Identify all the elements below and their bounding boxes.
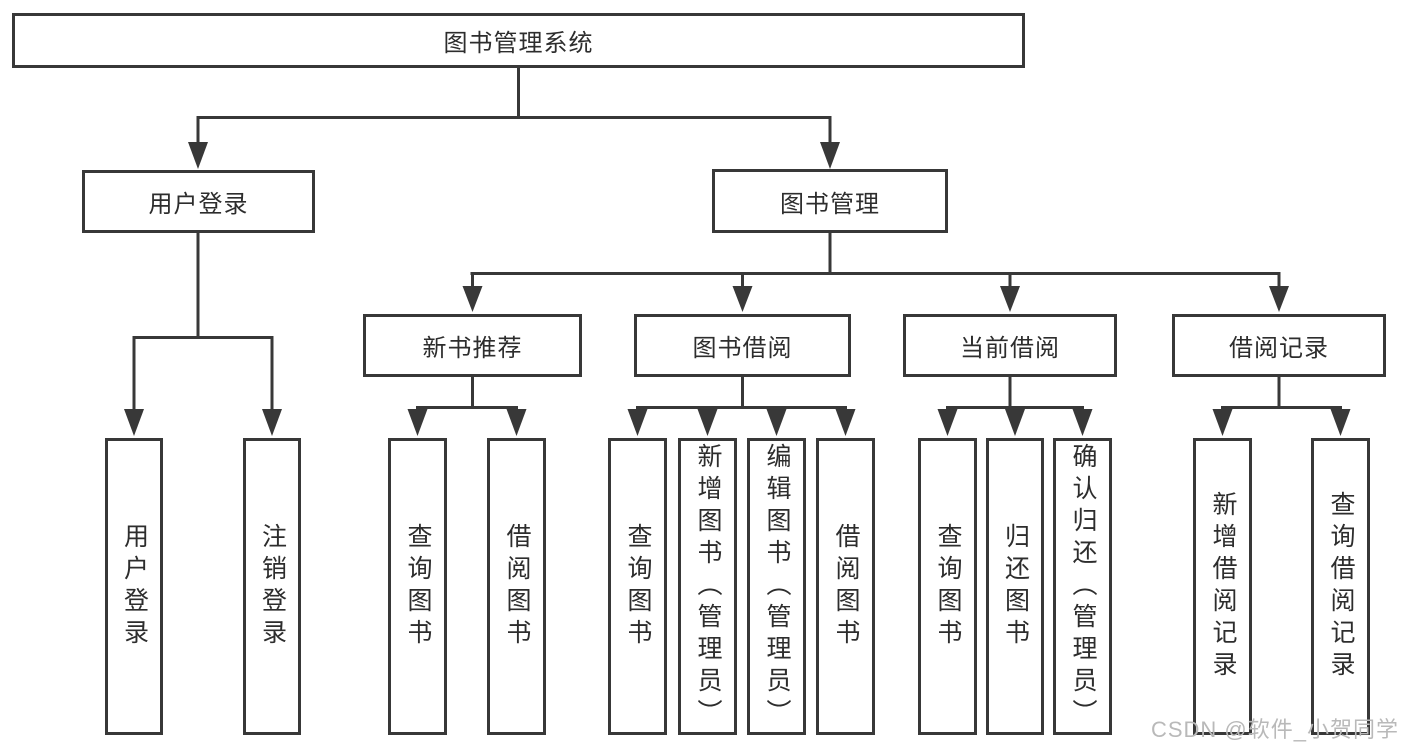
node-leaf-borrow-books: 借阅图书 — [816, 438, 875, 735]
node-new-book-recommendation: 新书推荐 — [363, 314, 582, 377]
arrowhead-down — [627, 409, 648, 436]
arrowhead-down — [262, 409, 282, 436]
arrowhead-down — [820, 142, 840, 169]
node-label: 查询借阅记录 — [1327, 490, 1355, 683]
node-label: 注销登录 — [258, 522, 287, 651]
node-leaf-confirm-return-admin: 确认归还（管理员） — [1053, 438, 1112, 735]
node-label: 查询图书 — [934, 522, 962, 651]
node-label: 编辑图书（管理员） — [763, 442, 791, 731]
arrowhead-down — [1000, 286, 1020, 312]
arrowhead-down — [506, 409, 527, 436]
node-leaf-query-books-recommend: 查询图书 — [388, 438, 447, 735]
node-label: 新增借阅记录 — [1209, 490, 1237, 683]
arrowhead-down — [1269, 286, 1289, 312]
arrowhead-down — [697, 409, 718, 436]
node-label: 新增图书（管理员） — [694, 442, 722, 731]
node-leaf-query-books-borrow: 查询图书 — [608, 438, 667, 735]
node-leaf-borrow-books-recommend: 借阅图书 — [487, 438, 546, 735]
node-label: 图书管理系统 — [443, 30, 594, 57]
node-current-borrowing: 当前借阅 — [903, 314, 1117, 377]
arrowhead-down — [937, 409, 958, 436]
node-label: 图书借阅 — [692, 335, 793, 362]
connector-current-borrow-leaves — [946, 376, 1084, 411]
arrowhead-down — [462, 286, 483, 312]
node-leaf-edit-books-admin: 编辑图书（管理员） — [747, 438, 806, 735]
node-label: 借阅图书 — [832, 522, 860, 651]
connector-borrow-records-leaves — [1221, 376, 1342, 411]
connector-book-management-level3 — [470, 232, 1281, 288]
node-leaf-return-books: 归还图书 — [986, 438, 1044, 735]
node-label: 用户登录 — [148, 191, 249, 218]
arrowhead-down — [124, 409, 144, 436]
arrowhead-down — [188, 142, 208, 169]
arrowhead-down — [1005, 409, 1025, 436]
node-book-management: 图书管理 — [712, 169, 948, 233]
node-label: 确认归还（管理员） — [1069, 442, 1097, 731]
node-label: 当前借阅 — [960, 335, 1060, 362]
node-book-borrowing: 图书借阅 — [634, 314, 851, 377]
node-label: 新书推荐 — [422, 335, 523, 362]
connector-root-level2 — [196, 67, 832, 144]
arrowhead-down — [1072, 409, 1093, 436]
connector-book-borrow-leaves — [636, 376, 847, 411]
arrowhead-down — [407, 409, 428, 436]
node-leaf-logout: 注销登录 — [243, 438, 301, 735]
arrowhead-down — [1212, 409, 1233, 436]
node-label: 借阅记录 — [1229, 335, 1329, 362]
node-label: 查询图书 — [624, 522, 652, 651]
node-label: 用户登录 — [120, 522, 149, 651]
node-label: 图书管理 — [780, 190, 880, 218]
node-user-login: 用户登录 — [82, 170, 315, 233]
connector-new-book-leaves — [416, 376, 518, 411]
node-label: 借阅图书 — [503, 522, 531, 651]
node-label: 查询图书 — [404, 522, 432, 651]
arrowhead-down — [732, 286, 753, 312]
node-label: 归还图书 — [1001, 522, 1030, 651]
connector-user-login-leaves — [132, 232, 274, 411]
node-borrowing-records: 借阅记录 — [1172, 314, 1386, 377]
node-leaf-user-login: 用户登录 — [105, 438, 163, 735]
node-leaf-add-books-admin: 新增图书（管理员） — [678, 438, 737, 735]
arrowhead-down — [766, 409, 787, 436]
node-leaf-query-borrow-record: 查询借阅记录 — [1311, 438, 1370, 735]
node-leaf-query-books-current: 查询图书 — [918, 438, 977, 735]
node-library-system: 图书管理系统 — [12, 13, 1025, 68]
arrowhead-down — [835, 409, 856, 436]
node-leaf-add-borrow-record: 新增借阅记录 — [1193, 438, 1252, 735]
arrowhead-down — [1330, 409, 1351, 436]
watermark-text: CSDN @软件_小贺同学 — [1150, 717, 1399, 742]
